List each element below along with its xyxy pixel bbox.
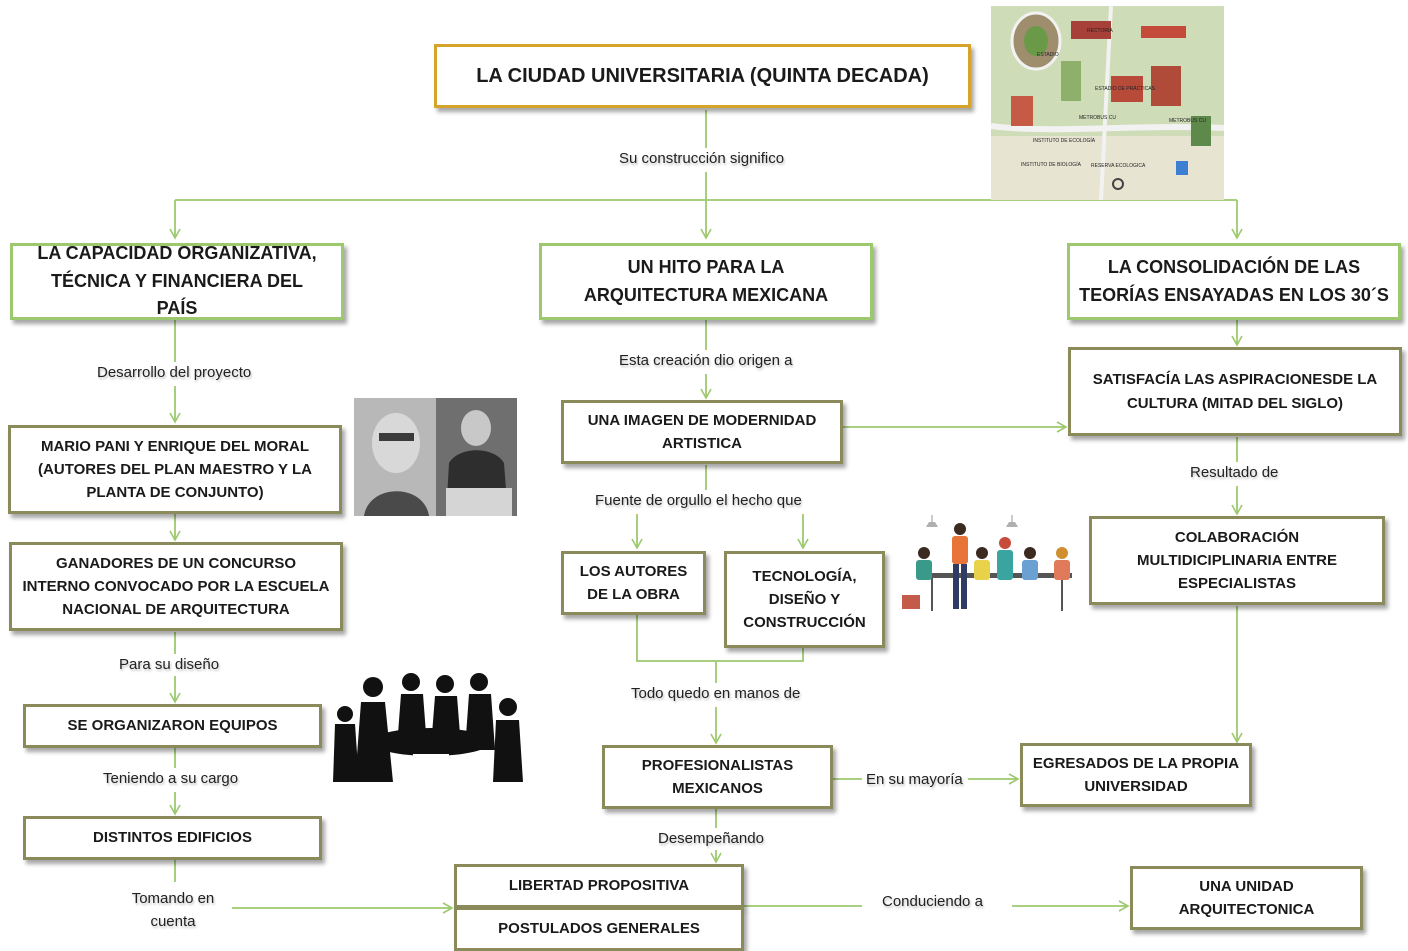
node-unidad: UNA UNIDAD ARQUITECTONICA <box>1130 866 1363 930</box>
link-diseno: Para su diseño <box>117 656 222 673</box>
node-consolidacion: LA CONSOLIDACIÓN DE LAS TEORÍAS ENSAYADA… <box>1067 243 1401 320</box>
node-mario-text: MARIO PANI Y ENRIQUE DEL MORAL (AUTORES … <box>38 437 312 502</box>
link-creacion: Esta creación dio origen a <box>617 352 795 369</box>
map-label-instituto: INSTITUTO DE ECOLOGÍA <box>1033 137 1096 144</box>
architects-portrait-photo <box>354 398 517 516</box>
node-equipos: SE ORGANIZARON EQUIPOS <box>23 704 322 748</box>
node-unidad-text: UNA UNIDAD ARQUITECTONICA <box>1178 877 1315 918</box>
node-postulados-text: POSTULADOS GENERALES <box>498 920 700 938</box>
link-manos: Todo quedo en manos de <box>629 685 803 702</box>
campus-map-image: RECTORIA ESTADIO ESTADIO DE PRÁCTICAS ME… <box>991 6 1224 200</box>
node-capacidad: LA CAPACIDAD ORGANIZATIVA, TÉCNICA Y FIN… <box>10 243 344 320</box>
node-satisfacia-text: SATISFACÍA LAS ASPIRACIONESDE LA CULTURA… <box>1092 371 1378 412</box>
node-tecnologia: TECNOLOGÍA, DISEÑO Y CONSTRUCCIÓN <box>724 551 885 648</box>
node-colaboracion-text: COLABORACIÓN MULTIDICIPLINARIA ENTRE ESP… <box>1137 528 1337 593</box>
node-libertad-text: LIBERTAD PROPOSITIVA <box>508 877 690 895</box>
link-orgullo: Fuente de orgullo el hecho que <box>593 492 804 509</box>
map-label-metrobus-2: METROBUS CU <box>1169 118 1206 124</box>
node-hito-text: UN HITO PARA LA ARQUITECTURA MEXICANA <box>583 256 829 305</box>
node-ganadores-text: GANADORES DE UN CONCURSO INTERNO CONVOCA… <box>22 554 330 619</box>
node-capacidad-text: LA CAPACIDAD ORGANIZATIVA, TÉCNICA Y FIN… <box>37 242 317 319</box>
link-resultado: Resultado de <box>1188 464 1281 481</box>
node-autores-text: LOS AUTORES DE LA OBRA <box>579 562 688 603</box>
link-cargo: Teniendo a su cargo <box>101 770 241 787</box>
title-text: LA CIUDAD UNIVERSITARIA (QUINTA DECADA) <box>476 64 929 87</box>
title-node: LA CIUDAD UNIVERSITARIA (QUINTA DECADA) <box>434 44 971 108</box>
link-tomando: Tomando en cuenta <box>131 890 215 931</box>
link-desempenando: Desempeñando <box>658 830 764 847</box>
node-mario: MARIO PANI Y ENRIQUE DEL MORAL (AUTORES … <box>8 425 342 514</box>
link-desarrollo: Desarrollo del proyecto <box>95 364 254 381</box>
team-meeting-silhouette <box>333 662 529 782</box>
node-profesionalistas-text: PROFESIONALISTAS MEXICANOS <box>641 756 794 797</box>
node-equipos-text: SE ORGANIZARON EQUIPOS <box>67 717 278 735</box>
collaboration-illustration <box>902 515 1086 615</box>
node-egresados-text: EGRESADOS DE LA PROPIA UNIVERSIDAD <box>1032 754 1240 795</box>
map-label-rectoria: RECTORIA <box>1087 28 1113 34</box>
node-profesionalistas: PROFESIONALISTAS MEXICANOS <box>602 745 833 809</box>
node-edificios-text: DISTINTOS EDIFICIOS <box>93 829 252 847</box>
node-edificios: DISTINTOS EDIFICIOS <box>23 816 322 860</box>
map-label-estadio: ESTADIO <box>1037 52 1059 58</box>
link-mayoria: En su mayoría <box>864 771 965 788</box>
map-label-reserva: RESERVA ECOLOGICA <box>1091 163 1146 169</box>
node-egresados: EGRESADOS DE LA PROPIA UNIVERSIDAD <box>1020 743 1252 807</box>
map-label-campo: ESTADIO DE PRÁCTICAS <box>1095 85 1156 92</box>
node-colaboracion: COLABORACIÓN MULTIDICIPLINARIA ENTRE ESP… <box>1089 516 1385 605</box>
link-significo: Su construcción significo <box>617 150 787 167</box>
node-ganadores: GANADORES DE UN CONCURSO INTERNO CONVOCA… <box>9 542 343 631</box>
node-imagen: UNA IMAGEN DE MODERNIDAD ARTISTICA <box>561 400 843 464</box>
node-postulados: POSTULADOS GENERALES <box>454 907 744 951</box>
node-imagen-text: UNA IMAGEN DE MODERNIDAD ARTISTICA <box>587 411 817 452</box>
link-conduciendo: Conduciendo a <box>880 893 985 910</box>
node-libertad: LIBERTAD PROPOSITIVA <box>454 864 744 908</box>
node-hito: UN HITO PARA LA ARQUITECTURA MEXICANA <box>539 243 873 320</box>
node-satisfacia: SATISFACÍA LAS ASPIRACIONESDE LA CULTURA… <box>1068 347 1402 436</box>
node-tecnologia-text: TECNOLOGÍA, DISEÑO Y CONSTRUCCIÓN <box>743 567 866 632</box>
map-label-biologia: INSTITUTO DE BIOLOGÍA <box>1021 161 1082 168</box>
node-consolidacion-text: LA CONSOLIDACIÓN DE LAS TEORÍAS ENSAYADA… <box>1079 256 1389 305</box>
node-autores: LOS AUTORES DE LA OBRA <box>561 551 706 615</box>
map-label-metrobus-1: METROBUS CU <box>1079 115 1116 121</box>
